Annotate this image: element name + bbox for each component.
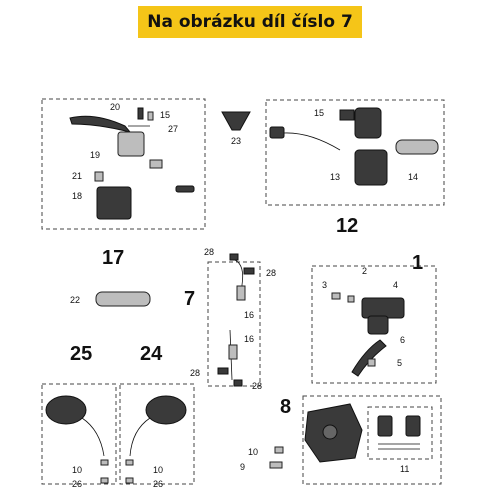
callout-28a: 28 (204, 247, 214, 257)
callout-13: 13 (330, 172, 340, 182)
mirror-right (125, 395, 187, 484)
callout-2: 2 (362, 266, 367, 276)
group-label-1: 1 (412, 252, 423, 274)
callout-28c: 28 (190, 368, 200, 378)
callout-3: 3 (322, 280, 327, 290)
group-box-25 (41, 383, 117, 485)
callout-11: 11 (400, 464, 409, 474)
callout-22: 22 (70, 295, 80, 305)
group-label-12: 12 (336, 215, 358, 237)
callout-10b: 10 (153, 465, 163, 475)
callout-16a: 16 (244, 310, 254, 320)
callout-15b: 15 (314, 108, 324, 118)
page-title: Na obrázku díl číslo 7 (147, 12, 353, 32)
brake-caliper-assembly (269, 403, 363, 469)
brake-pads (377, 415, 421, 450)
callout-16b: 16 (244, 334, 254, 344)
callout-10a: 10 (72, 465, 82, 475)
callout-20: 20 (110, 102, 120, 112)
group-box-17 (41, 98, 206, 230)
group-label-17: 17 (102, 247, 124, 269)
left-lever-assembly (69, 107, 195, 220)
callout-9: 9 (240, 462, 245, 472)
callout-15a: 15 (160, 110, 170, 120)
master-cylinder-assembly (331, 292, 405, 377)
group-box-24 (119, 383, 195, 485)
group-box-7 (207, 261, 261, 387)
callout-18: 18 (72, 191, 82, 201)
callout-21: 21 (72, 171, 82, 181)
callout-10c: 10 (248, 447, 258, 457)
callout-26b: 26 (153, 479, 163, 489)
callout-28b: 28 (266, 268, 276, 278)
group-label-8: 8 (280, 396, 291, 418)
callout-4: 4 (393, 280, 398, 290)
callout-5: 5 (397, 358, 402, 368)
brake-hose-assembly (217, 253, 255, 387)
group-box-12 (265, 99, 445, 206)
mirror-left (45, 395, 109, 484)
callout-26a: 26 (72, 479, 82, 489)
handlebar-grip (95, 291, 151, 307)
callout-28d: 28 (252, 381, 262, 391)
callout-19: 19 (90, 150, 100, 160)
group-box-8 (302, 395, 442, 485)
callout-23: 23 (231, 136, 241, 146)
lever-cover (221, 111, 251, 131)
title-banner: Na obrázku díl číslo 7 (138, 6, 362, 38)
group-label-25: 25 (70, 343, 92, 365)
group-box-1 (311, 265, 437, 384)
pads-box-11 (367, 406, 433, 460)
group-label-24: 24 (140, 343, 163, 365)
group-label-7: 7 (184, 288, 195, 310)
callout-14: 14 (408, 172, 418, 182)
callout-6: 6 (400, 335, 405, 345)
right-switch-assembly (269, 107, 439, 186)
callout-27: 27 (168, 124, 178, 134)
